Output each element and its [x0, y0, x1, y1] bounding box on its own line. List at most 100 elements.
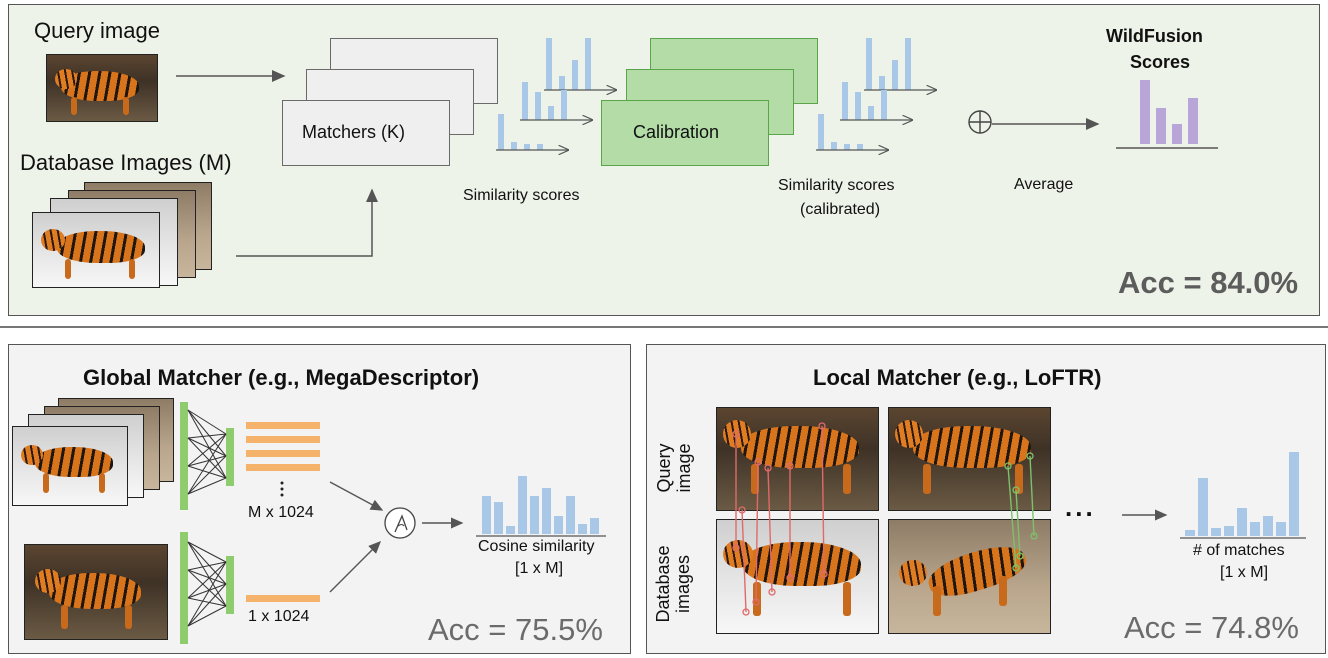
local-matcher-title: Local Matcher (e.g., LoFTR): [813, 365, 1102, 390]
calibrated-score-bars-1-bar: [905, 38, 911, 90]
raw-score-bars-3-bar: [511, 142, 517, 150]
keypoint: [754, 458, 762, 466]
network-edge: [187, 465, 227, 479]
network-edge: [187, 583, 227, 627]
network-edge: [187, 561, 227, 599]
query-encoder-network: [180, 532, 234, 644]
network-edge: [187, 569, 227, 585]
calibrated-score-bars-1-bar: [866, 38, 872, 90]
network-edge: [187, 437, 227, 457]
keypoint: [1026, 452, 1034, 460]
network-edge: [187, 597, 227, 607]
raw-score-bars-2-bar: [561, 90, 567, 120]
cosine-similarity-bar: [482, 496, 491, 534]
average-label: Average: [1014, 176, 1074, 193]
database-encoder-network: [180, 402, 234, 510]
cosine-similarity-bar: [590, 518, 599, 534]
calibrated-score-bars-1-bar: [892, 60, 898, 90]
network-edge: [187, 409, 227, 435]
database-embeddings: [246, 422, 320, 497]
cosine-similarity-bar: [494, 502, 503, 534]
pipeline-connectors: [176, 38, 1218, 257]
network-edge: [187, 541, 227, 563]
calibrated-score-bars-2-bar: [842, 82, 848, 120]
raw-score-bars-2-bar: [548, 106, 554, 120]
raw-score-bars-1-bar: [572, 60, 578, 90]
database-arrow: [236, 188, 378, 257]
match-line: [741, 509, 747, 613]
network-edge: [187, 583, 227, 599]
raw-score-bars-1-bar: [546, 38, 552, 90]
database-embedding-dim: M x 1024: [248, 504, 314, 521]
matches-count-shape: [1 x M]: [1220, 564, 1269, 581]
matches-count-bar: [1289, 452, 1299, 536]
local-query-image-2: [888, 407, 1051, 511]
circled-plus-icon: [968, 110, 992, 134]
network-edge: [187, 561, 227, 571]
keypoint: [752, 598, 760, 606]
cosine-similarity-bar: [566, 496, 575, 534]
cosine-similarity-label: Cosine similarity: [478, 538, 595, 555]
network-edge: [187, 605, 227, 627]
wildfusion-accuracy: Acc = 84.0%: [1118, 265, 1299, 300]
matchers-label: Matchers (K): [302, 122, 406, 142]
keypoint: [732, 430, 740, 438]
query-image-label: Query image: [34, 18, 160, 43]
keypoint: [786, 462, 794, 470]
more-images-ellipsis: ...: [1065, 492, 1096, 522]
matcher-card-front: [282, 100, 450, 166]
keypoint: [1004, 462, 1012, 470]
keypoint-matches-green: [1004, 452, 1038, 572]
keypoint: [1030, 532, 1038, 540]
network-edge: [187, 433, 227, 495]
wildfusion-score-bars-bar: [1172, 124, 1182, 144]
matches-count-label: # of matches: [1193, 542, 1285, 559]
keypoint: [786, 574, 794, 582]
network-edge: [187, 477, 227, 495]
keypoint: [1016, 552, 1024, 560]
network-edge: [187, 409, 227, 479]
network-edge: [187, 569, 227, 607]
cosine-similarity-bar: [530, 496, 539, 534]
matches-count-bar: [1224, 526, 1234, 536]
matches-count-bar: [1263, 516, 1273, 536]
network-edge: [187, 409, 227, 457]
local-accuracy: Acc = 74.8%: [1124, 610, 1299, 645]
keypoint: [768, 588, 776, 596]
match-line: [767, 467, 773, 593]
cosine-similarity-bar: [518, 476, 527, 534]
network-edge: [187, 433, 227, 467]
calibrated-score-bars-2-bar: [881, 90, 887, 120]
match-line: [755, 461, 759, 603]
keypoint: [820, 570, 828, 578]
query-image: [46, 54, 158, 122]
query-embedding-dim: 1 x 1024: [248, 608, 310, 625]
matches-count-bar: [1185, 530, 1195, 536]
global-accuracy: Acc = 75.5%: [428, 612, 603, 647]
keypoint: [818, 422, 826, 430]
matches-count-bar: [1250, 522, 1260, 536]
keypoint: [1012, 486, 1020, 494]
calibrated-score-bars-1: [864, 38, 936, 90]
raw-score-bars-3-bar: [524, 144, 530, 150]
calibrated-score-bars-3-bar: [818, 114, 824, 150]
angle-icon: [384, 507, 416, 539]
raw-score-bars-1-bar: [585, 38, 591, 90]
database-images-label: Database Images (M): [20, 150, 232, 175]
cosine-similarity-bar: [542, 488, 551, 534]
match-line: [1007, 465, 1017, 569]
keypoint: [742, 608, 750, 616]
raw-score-bars-2-bar: [522, 82, 528, 120]
network-edge: [187, 455, 227, 467]
cosine-similarity-shape: [1 x M]: [515, 560, 564, 577]
raw-score-bars-3-bar: [537, 144, 543, 150]
network-edge: [187, 433, 227, 439]
network-edge: [187, 561, 227, 627]
calibrated-score-bars-2: [840, 82, 912, 120]
raw-score-bars-1: [544, 38, 616, 90]
section-divider: [0, 326, 1328, 328]
keypoint: [764, 464, 772, 472]
matches-count-bar: [1276, 522, 1286, 536]
raw-score-bars-3: [496, 114, 568, 150]
network-edge: [187, 541, 227, 607]
